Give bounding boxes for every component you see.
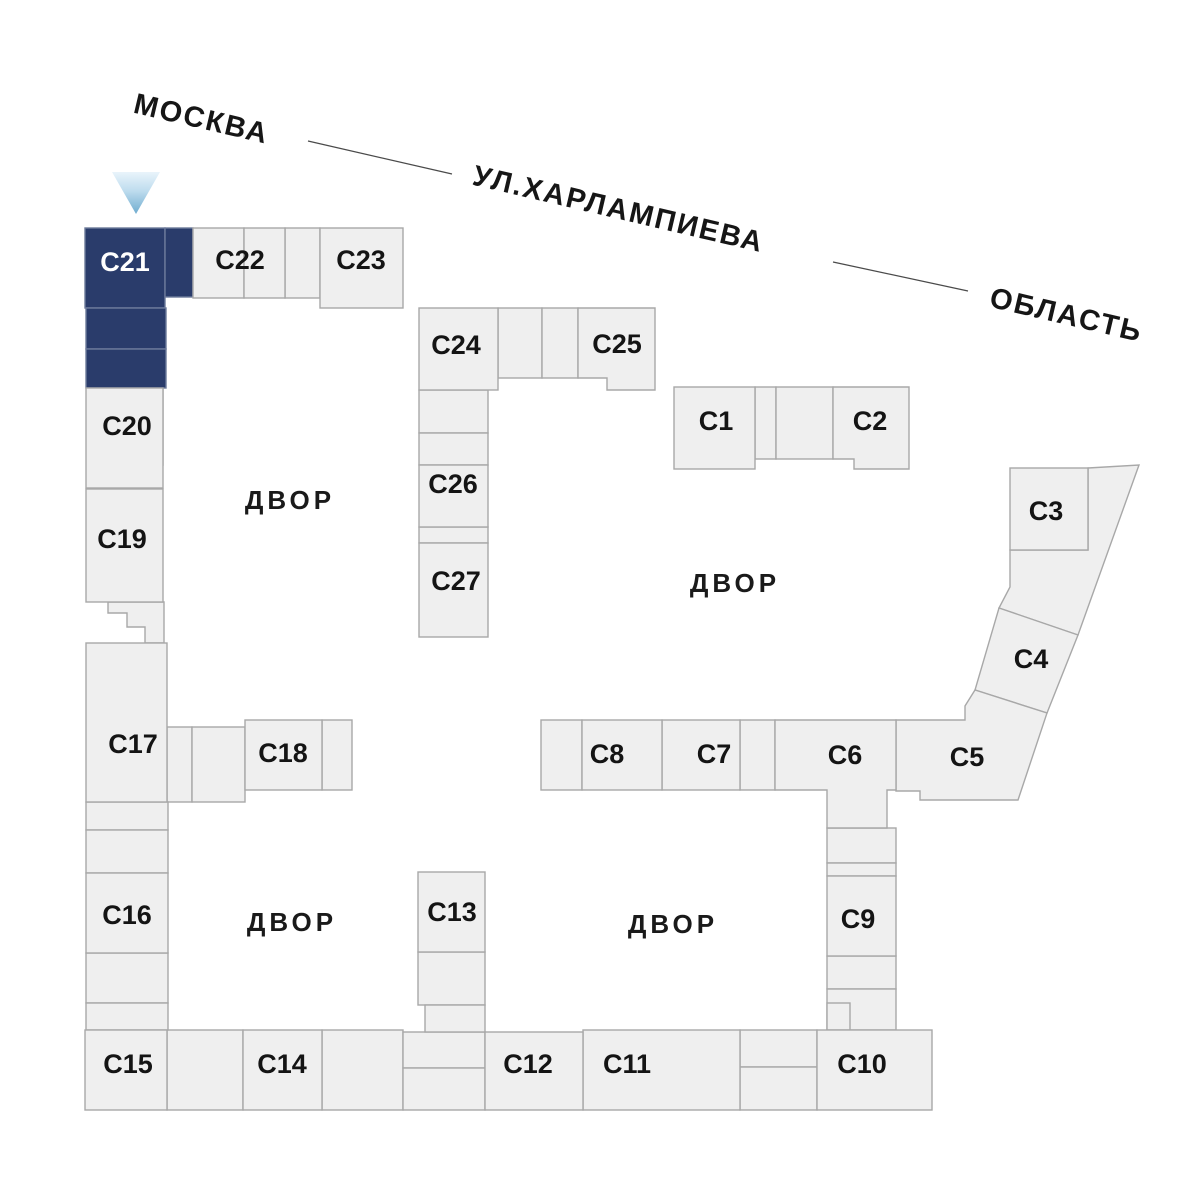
building-c8[interactable] [581,719,663,791]
building-c6[interactable] [774,719,897,829]
selected-building-marker-icon [112,172,160,214]
building-segment [775,386,834,460]
building-c3[interactable] [1009,467,1089,551]
building-c21[interactable] [84,227,166,309]
building-c25[interactable] [577,307,656,391]
building-c5[interactable] [895,689,1048,801]
building-c7[interactable] [661,719,741,791]
courtyard-label: ДВОР [247,907,337,937]
street-boundary-line [307,140,453,175]
building-c22[interactable] [243,227,286,299]
building-segment [85,829,169,874]
building-segment [418,526,489,544]
building-c27[interactable] [418,542,489,638]
building-segment [739,1029,818,1068]
building-c23[interactable] [319,227,404,309]
building-segment [424,1004,486,1033]
courtyard-label: ДВОР [690,568,780,598]
building-c16[interactable] [85,872,169,954]
building-segment [166,1029,244,1111]
building-c17[interactable] [85,642,168,803]
building-segment [85,1002,169,1031]
building-segment [540,719,583,791]
courtyard-label: ДВОР [628,909,718,939]
building-segment [284,227,321,299]
building-c26[interactable] [418,464,489,528]
building-c9[interactable] [826,875,897,957]
building-c12[interactable] [484,1031,584,1111]
courtyard-label: ДВОР [245,485,335,515]
building-segment [826,827,897,864]
building-segment [541,307,579,379]
building-c1[interactable] [673,386,756,470]
building-segment [739,1066,818,1111]
building-c21[interactable] [164,227,194,298]
building-segment [826,955,897,990]
building-segment [402,1067,486,1111]
building-segment [418,389,489,434]
building-c20[interactable] [85,387,164,489]
building-segment [418,432,489,466]
building-segment [497,307,543,379]
building-c13[interactable] [417,871,486,953]
building-segment [826,1002,851,1031]
building-c15[interactable] [84,1029,168,1111]
building-c21[interactable] [85,348,167,389]
building-c24[interactable] [418,307,499,391]
building-segment [826,862,897,877]
building-c19[interactable] [85,488,164,603]
building-segment [85,801,169,831]
building-segment [754,386,777,460]
building-segment [402,1031,486,1069]
building-segment [321,1029,404,1111]
building-c18[interactable] [244,719,323,791]
building-segment [85,952,169,1004]
building-segment [739,719,776,791]
building-c21[interactable] [85,307,167,350]
building-segment [321,719,353,791]
building-c11[interactable] [582,1029,741,1111]
street-boundary-line [832,261,969,292]
building-segment [166,726,193,803]
building-c14[interactable] [242,1029,323,1111]
building-c2[interactable] [832,386,910,470]
building-c22[interactable] [192,227,245,299]
building-segment [191,726,246,803]
building-segment [107,601,165,644]
building-segment [417,951,486,1006]
building-c10[interactable] [816,1029,933,1111]
